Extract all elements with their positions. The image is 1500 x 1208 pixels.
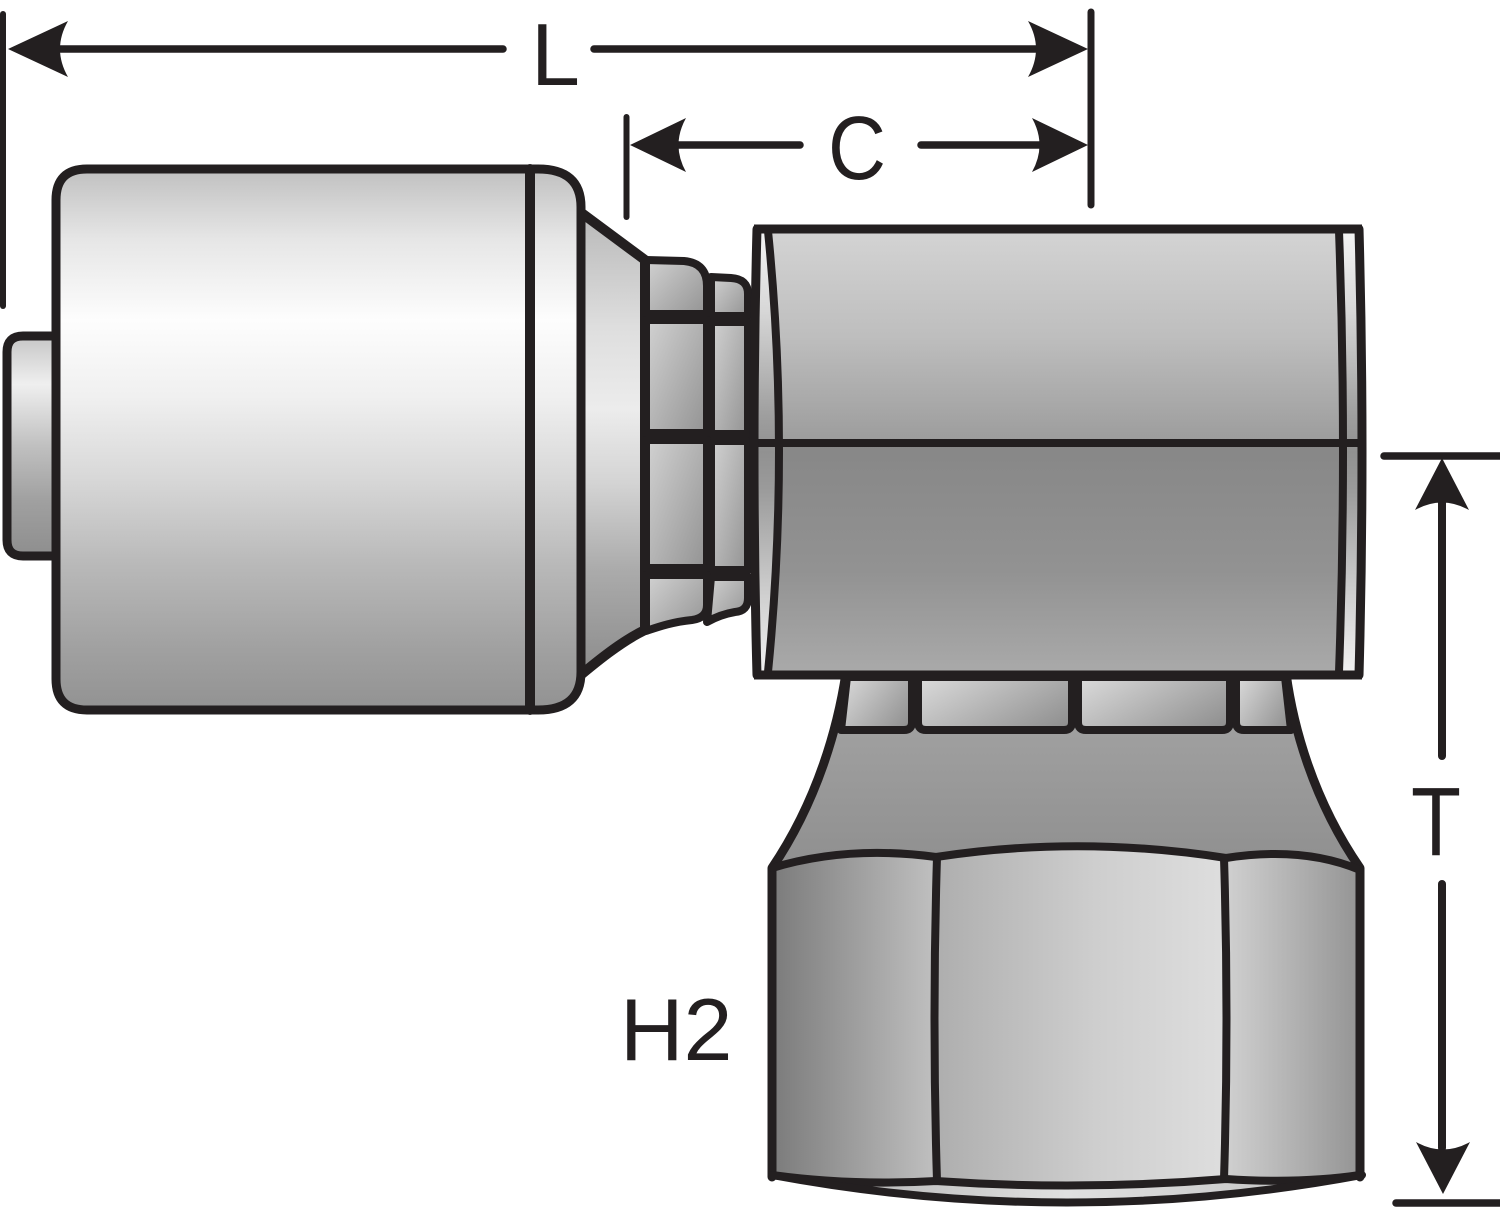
svg-text:H2: H2	[620, 980, 733, 1079]
svg-text:L: L	[531, 5, 580, 104]
svg-text:C: C	[828, 99, 886, 199]
svg-text:T: T	[1411, 767, 1461, 876]
